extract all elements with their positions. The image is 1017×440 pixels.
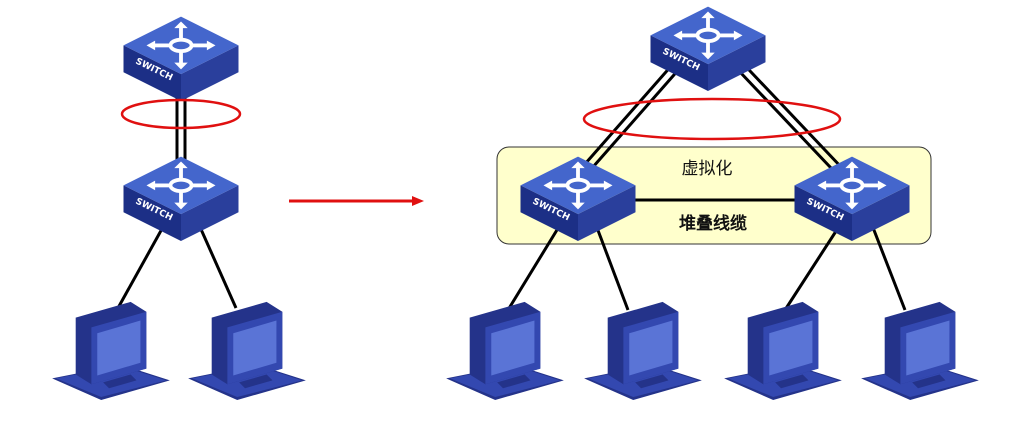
link-strand xyxy=(732,63,845,182)
link-r-sw2-pc3 xyxy=(783,224,842,311)
link-r-sw1-pc1 xyxy=(506,224,562,311)
link-left-switch-pc1 xyxy=(116,217,170,309)
link-strand xyxy=(579,63,685,182)
pc-right-2 xyxy=(584,301,702,400)
pc-right-1 xyxy=(446,301,564,400)
link-strand xyxy=(573,58,679,177)
core-switch-left: SWITCH xyxy=(123,14,239,101)
pc-right-4 xyxy=(861,301,979,400)
uplink-right xyxy=(732,58,850,182)
highlight-ellipse-right xyxy=(582,97,842,141)
pc-right-3 xyxy=(724,301,842,400)
link-r-sw2-pc4 xyxy=(870,224,907,311)
pc-left-2 xyxy=(188,301,306,400)
pc-left-1 xyxy=(52,301,170,400)
arrow-head xyxy=(412,196,424,206)
highlight-ellipse-left xyxy=(120,98,242,130)
link-r-sw1-pc2 xyxy=(594,224,630,311)
link-strand xyxy=(737,58,850,177)
stack-member-switch-1: SWITCH xyxy=(520,154,636,241)
uplink-left xyxy=(573,58,685,182)
core-switch-right: SWITCH xyxy=(650,4,766,91)
access-switch-left: SWITCH xyxy=(123,154,239,241)
arrow-right-icon xyxy=(289,196,424,206)
virtual-group-label: 虚拟化 xyxy=(682,159,733,179)
link-left-switch-pc2 xyxy=(194,217,238,309)
stack-member-switch-2: SWITCH xyxy=(794,154,910,241)
stack-cable-label: 堆叠线缆 xyxy=(679,213,747,234)
